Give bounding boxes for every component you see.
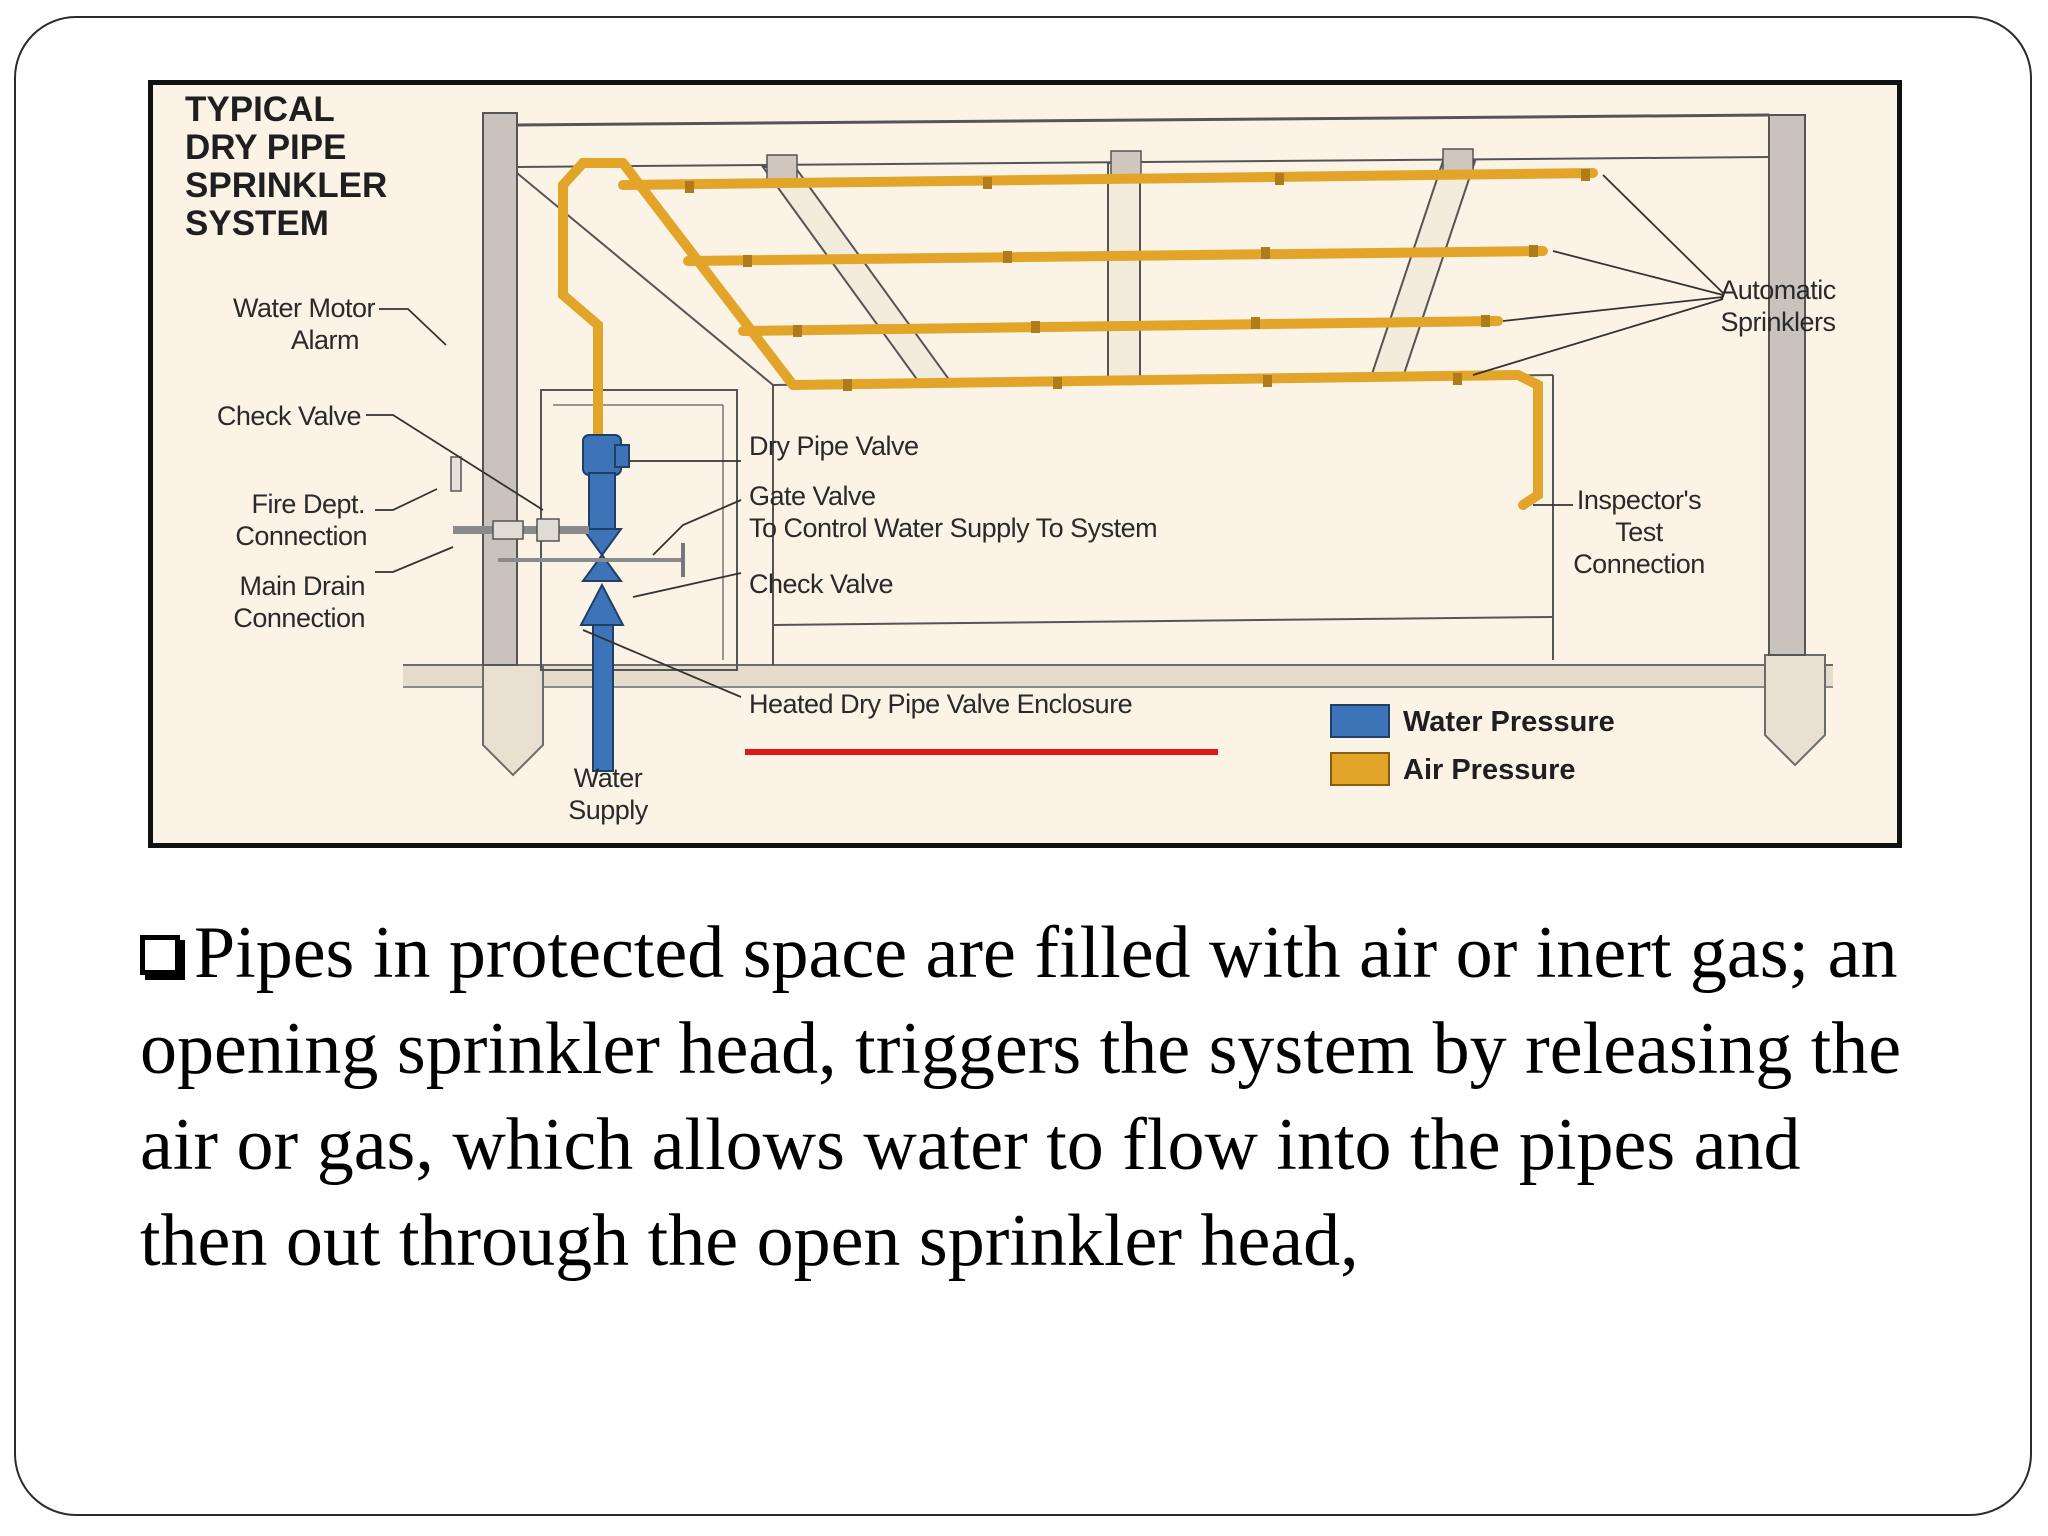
water-riser: [579, 434, 630, 772]
label-automatic-sprinklers-1: Automatic: [1720, 275, 1836, 305]
label-gate-valve-2: To Control Water Supply To System: [749, 513, 1157, 543]
label-main-drain-2: Connection: [233, 603, 365, 633]
legend-swatch-air: [1330, 752, 1390, 786]
label-gate-valve-1: Gate Valve: [749, 481, 876, 511]
label-check-valve-right: Check Valve: [749, 569, 893, 599]
label-dry-pipe-valve: Dry Pipe Valve: [749, 431, 919, 461]
right-footing: [1764, 654, 1826, 767]
floor-slab: [403, 665, 1833, 687]
water-motor-alarm-gong: [450, 456, 462, 492]
label-fire-dept-2: Connection: [235, 521, 367, 551]
label-water-supply-2: Supply: [568, 795, 649, 825]
label-inspectors-test-3: Connection: [1573, 549, 1705, 579]
diagram-illustration: TYPICAL DRY PIPE SPRINKLER SYSTEM Water …: [185, 90, 1836, 825]
leader-lines: [366, 174, 1724, 698]
label-water-supply-1: Water: [574, 763, 643, 793]
label-fire-dept-1: Fire Dept.: [251, 489, 365, 519]
label-main-drain-1: Main Drain: [239, 571, 365, 601]
label-water-motor-alarm-2: Alarm: [291, 325, 359, 355]
diagram-title-line-1: TYPICAL: [185, 90, 335, 129]
right-column: [1768, 114, 1806, 656]
label-check-valve-left: Check Valve: [217, 401, 361, 431]
diagram-title-line-3: SPRINKLER: [185, 166, 387, 205]
dry-pipe-diagram: TYPICAL DRY PIPE SPRINKLER SYSTEM Water …: [148, 80, 1902, 848]
left-footing: [482, 664, 544, 777]
label-inspectors-test-1: Inspector's: [1577, 485, 1701, 515]
checkbox-bullet-icon: [140, 935, 180, 975]
body-paragraph-text: Pipes in protected space are filled with…: [140, 912, 1902, 1282]
diagram-title-line-4: SYSTEM: [185, 204, 329, 243]
left-column: [482, 112, 518, 666]
legend-swatch-water: [1330, 704, 1390, 738]
label-heated-enclosure: Heated Dry Pipe Valve Enclosure: [749, 689, 1132, 719]
body-paragraph: Pipes in protected space are filled with…: [140, 905, 1940, 1289]
sprinkler-heads: [685, 169, 1590, 391]
rafters: [761, 160, 1477, 386]
legend-label-water: Water Pressure: [1403, 706, 1615, 738]
label-water-motor-alarm-1: Water Motor: [233, 293, 376, 323]
label-automatic-sprinklers-2: Sprinklers: [1720, 307, 1835, 337]
legend-label-air: Air Pressure: [1403, 754, 1576, 786]
diagram-title-line-2: DRY PIPE: [185, 128, 346, 167]
roof-line: [516, 113, 1770, 127]
air-pressure-piping: [558, 158, 1598, 510]
label-inspectors-test-2: Test: [1615, 517, 1664, 547]
